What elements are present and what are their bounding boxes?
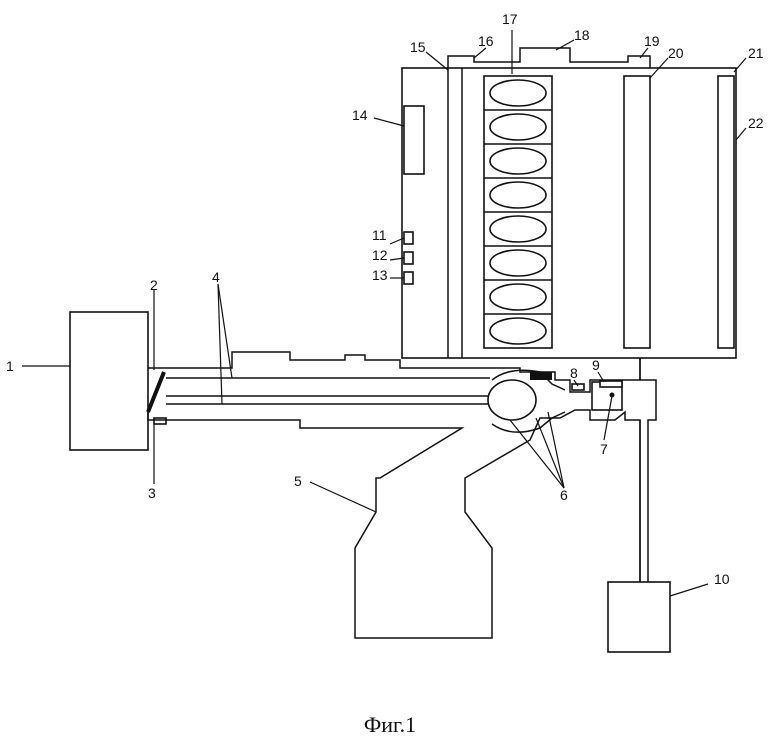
pipe-to-10 <box>640 358 656 582</box>
label-12: 12 <box>372 247 388 263</box>
component-1-block <box>70 312 148 450</box>
stack-cell-ellipse <box>490 148 546 174</box>
housing-top-profile <box>448 48 650 68</box>
tube-housing-bottom <box>148 410 640 638</box>
stack-cell-ellipse <box>490 114 546 140</box>
component-22-rail <box>718 76 734 348</box>
label-13: 13 <box>372 267 388 283</box>
label-20: 20 <box>668 45 684 61</box>
label-6: 6 <box>560 487 568 503</box>
label-22: 22 <box>748 115 764 131</box>
main-housing <box>402 68 736 358</box>
label-16: 16 <box>478 33 494 49</box>
component-20-rail <box>624 76 650 348</box>
label-11: 11 <box>372 227 387 243</box>
label-2: 2 <box>150 277 158 293</box>
component-8-part <box>572 384 584 390</box>
label-15: 15 <box>410 39 426 55</box>
stack-cells <box>484 80 552 344</box>
label-4: 4 <box>212 269 220 285</box>
label-10: 10 <box>714 571 730 587</box>
component-11-tab <box>404 232 413 244</box>
stack-cell-ellipse <box>490 284 546 310</box>
patent-figure: 1 2 3 4 5 6 7 8 9 10 11 12 13 14 15 16 1… <box>0 0 780 700</box>
stack-cell-ellipse <box>490 318 546 344</box>
stack-cell-ellipse <box>490 182 546 208</box>
component-14-panel <box>404 106 424 174</box>
stack-cell-ellipse <box>490 216 546 242</box>
component-6-clamp <box>530 372 552 380</box>
label-1: 1 <box>6 358 14 374</box>
component-3-tab <box>154 418 166 424</box>
component-2-plate <box>148 372 164 412</box>
stack-cell-ellipse <box>490 250 546 276</box>
component-6-ball <box>488 380 536 420</box>
component-12-tab <box>404 252 413 264</box>
label-7: 7 <box>600 441 608 457</box>
label-17: 17 <box>502 11 518 27</box>
label-14: 14 <box>352 107 368 123</box>
label-5: 5 <box>294 473 302 489</box>
stack-cell-ellipse <box>490 80 546 106</box>
label-9: 9 <box>592 357 600 373</box>
label-8: 8 <box>570 365 578 381</box>
label-3: 3 <box>148 485 156 501</box>
label-21: 21 <box>748 45 764 61</box>
figure-caption: Фиг.1 <box>0 712 780 738</box>
label-19: 19 <box>644 33 660 49</box>
component-13-tab <box>404 272 413 284</box>
component-10-block <box>608 582 670 652</box>
label-18: 18 <box>574 27 590 43</box>
